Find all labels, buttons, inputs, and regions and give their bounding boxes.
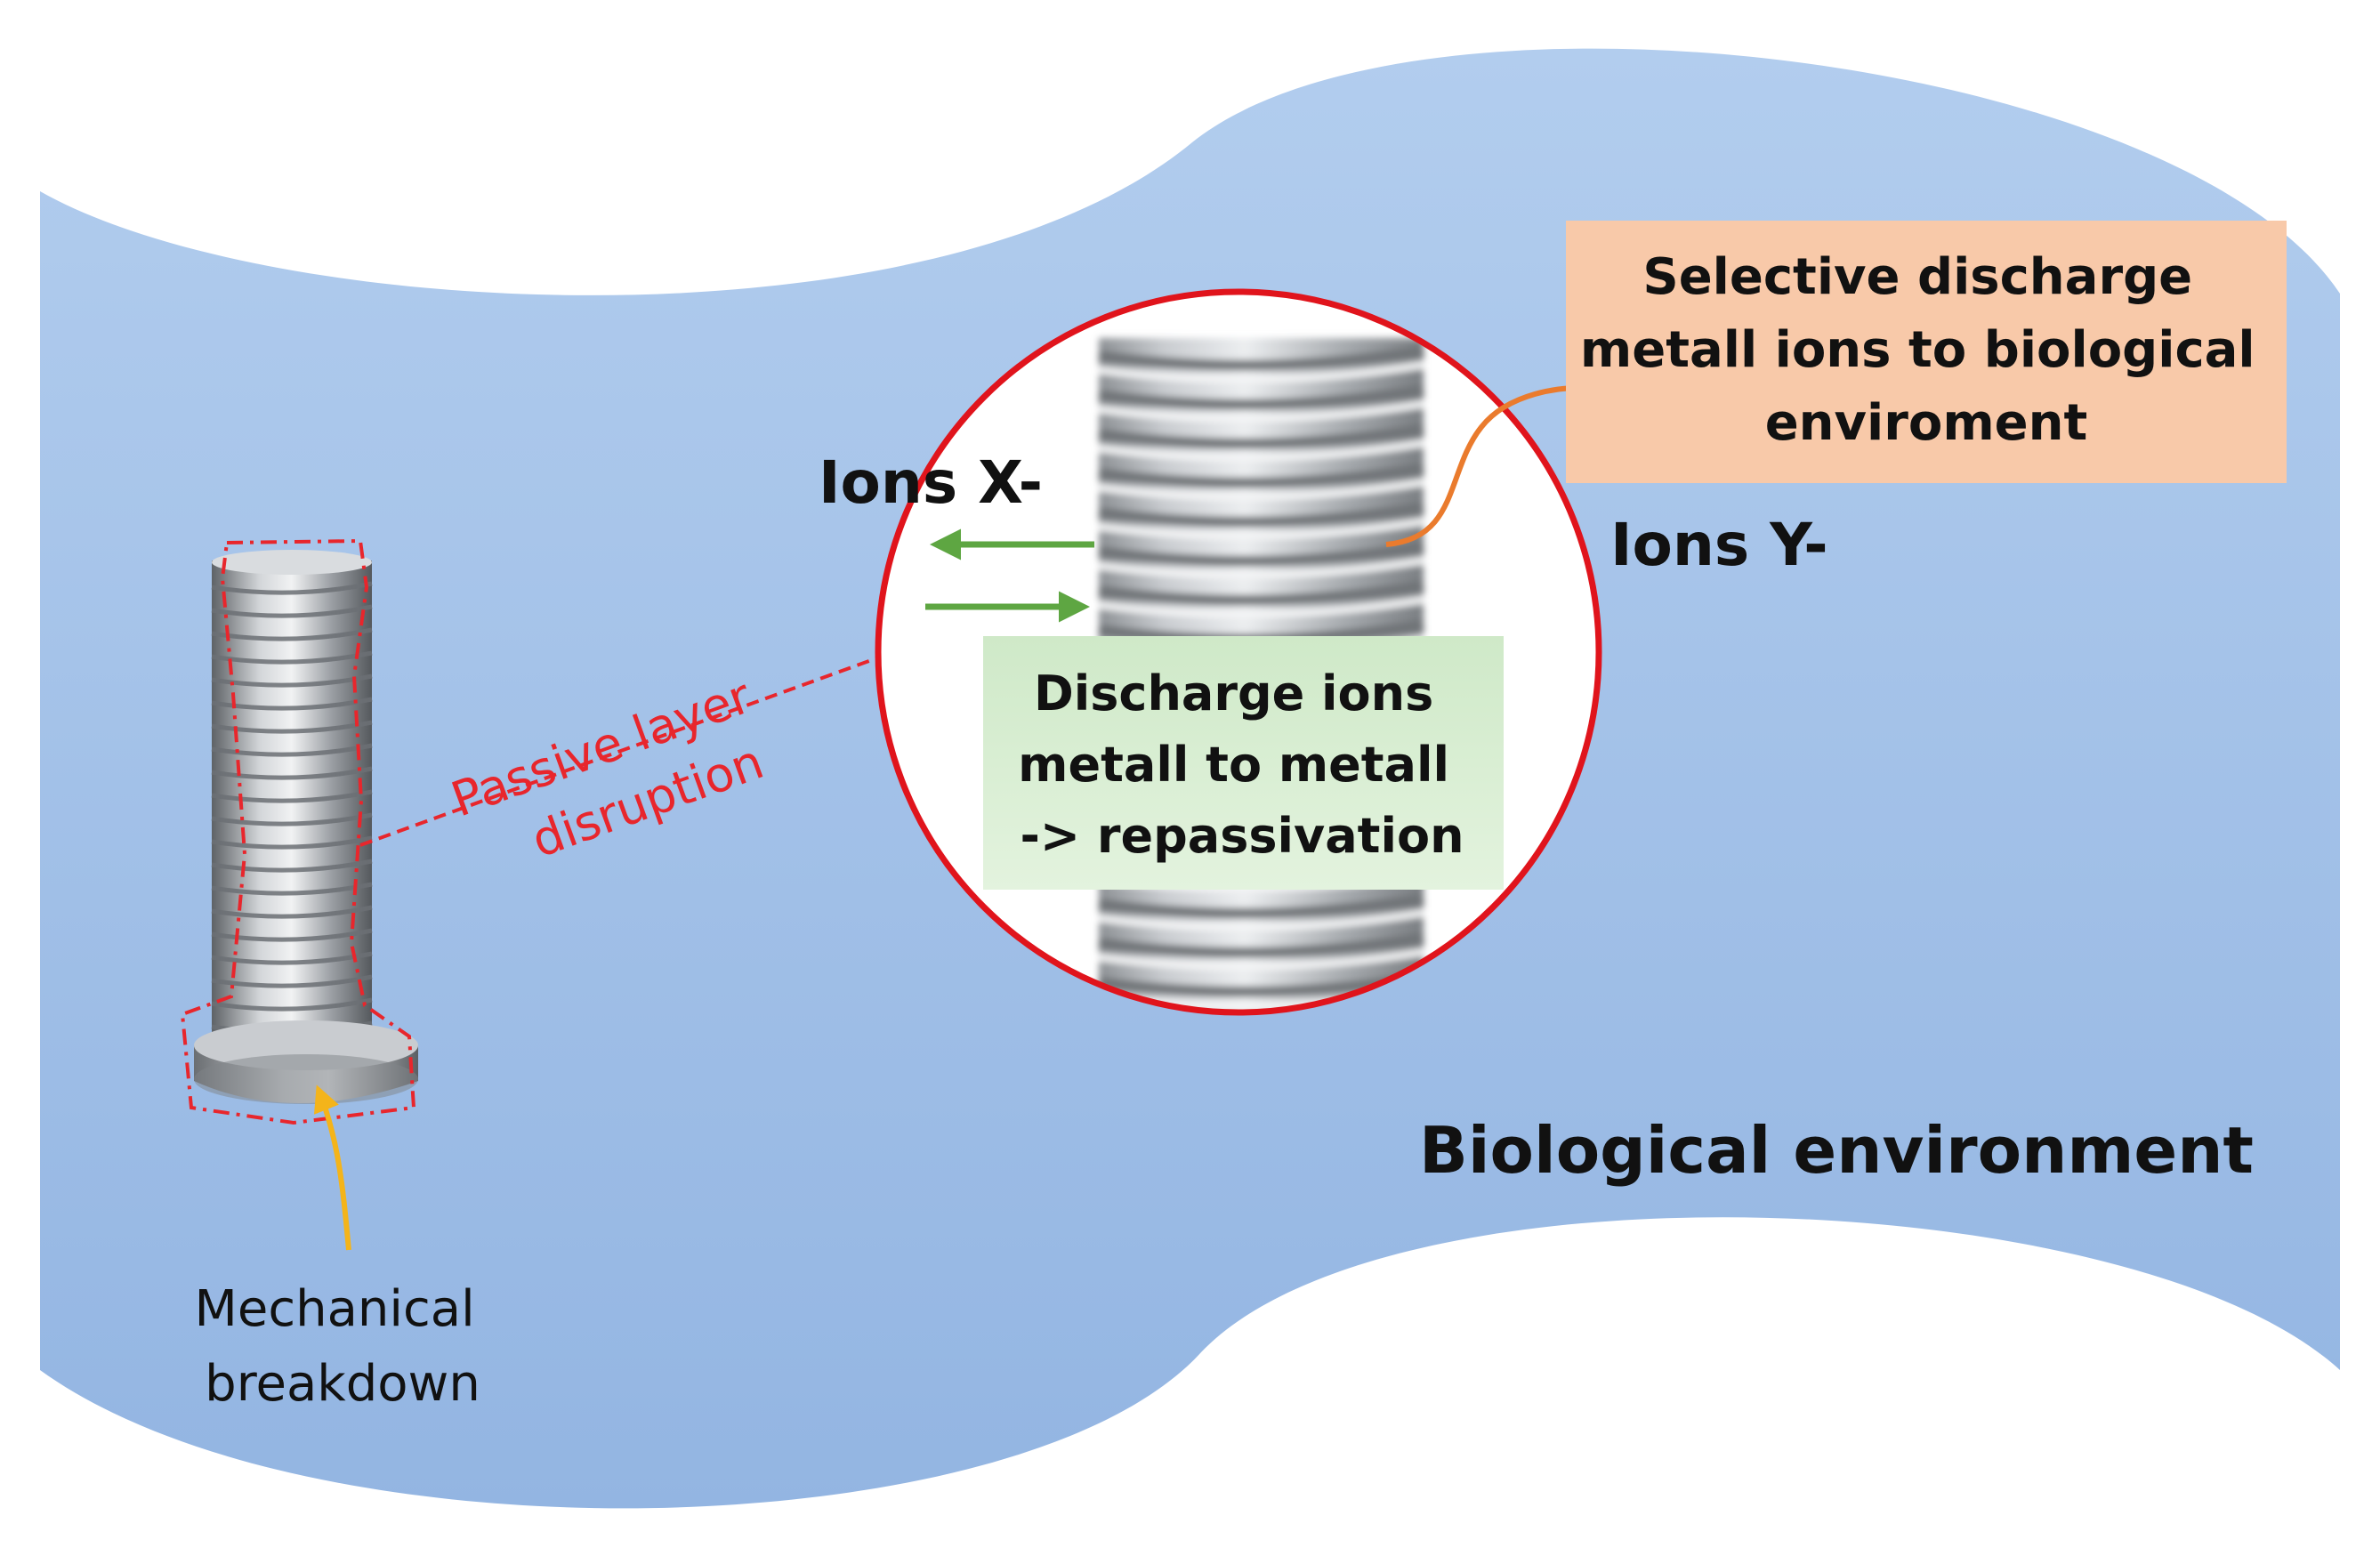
magnified-thread-groove: [1098, 384, 1424, 410]
screw-thread: [211, 604, 373, 618]
magnified-thread-crest: [1098, 361, 1424, 383]
selective-discharge-text: Selective discharge metall ions to biolo…: [1580, 248, 2272, 452]
screw-thread: [211, 974, 373, 988]
screw-thread: [211, 928, 373, 942]
magnified-thread-groove: [1098, 580, 1424, 606]
ions-y-label: Ions Y-: [1610, 511, 1828, 579]
magnified-thread-groove: [1098, 502, 1424, 528]
disruption-line: [359, 657, 877, 847]
magnified-thread-crest: [1098, 518, 1424, 540]
screw-thread: [211, 581, 373, 595]
magnified-thread-crest: [1098, 479, 1424, 501]
mechanical-arrow: [313, 1084, 351, 1251]
magnified-thread-crest: [1098, 557, 1424, 579]
magnified-thread-groove: [1098, 345, 1424, 371]
screw-thread: [211, 997, 373, 1012]
magnified-thread-crest: [1098, 400, 1424, 423]
magnified-thread-crest: [1098, 439, 1424, 462]
screw-thread: [211, 835, 373, 850]
screw-thread: [211, 812, 373, 826]
discharge-text: Discharge ions metall to metall -> repas…: [1018, 665, 1466, 864]
ions-x-label: Ions X-: [819, 448, 1043, 517]
screw-thread: [211, 743, 373, 757]
screw-thread: [211, 882, 373, 896]
screw-thread: [211, 627, 373, 641]
screw-thread: [211, 905, 373, 919]
disruption-outline: [180, 538, 416, 1125]
environment-label: Biological environment: [1419, 1113, 2254, 1188]
screw-thread: [211, 789, 373, 803]
screw-thread: [211, 766, 373, 780]
screw-icon: [194, 550, 418, 1104]
magnified-thread-groove: [1098, 463, 1424, 488]
magnified-thread-groove: [1098, 932, 1424, 958]
screw-thread: [211, 859, 373, 873]
mechanical-label: Mechanical breakdown: [195, 1280, 491, 1413]
selective-discharge-box: [1566, 221, 2287, 483]
magnified-thread-crest: [1098, 948, 1424, 971]
magnified-thread-crest: [1098, 909, 1424, 931]
magnified-thread-groove: [1098, 893, 1424, 919]
magnified-thread-groove: [1098, 541, 1424, 567]
magnified-thread-groove: [1098, 423, 1424, 449]
screw-thread: [211, 720, 373, 734]
screw-thread: [211, 697, 373, 711]
magnified-thread-crest: [1098, 596, 1424, 618]
discharge-box: [983, 636, 1504, 890]
